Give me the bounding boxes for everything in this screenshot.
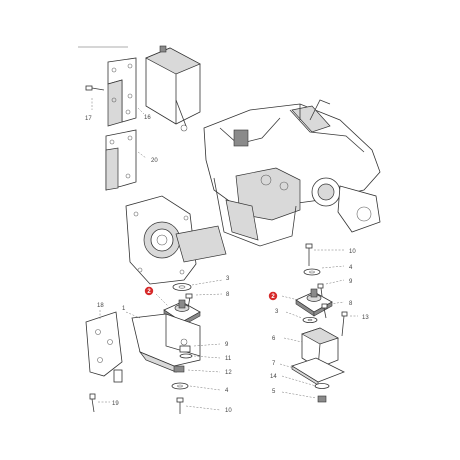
leader [321, 265, 345, 269]
part-label-8: 8 [226, 292, 230, 298]
svg-text:2: 2 [147, 289, 151, 295]
leader [185, 405, 221, 411]
part-label-10: 10 [349, 249, 356, 255]
leader [137, 151, 147, 159]
engine-flange [125, 195, 227, 285]
leader [189, 385, 221, 391]
lower-stack-left [171, 345, 193, 414]
nut-5 [317, 395, 327, 403]
washer-3-left [172, 283, 192, 291]
svg-text:2: 2 [271, 294, 275, 300]
leader [285, 311, 303, 319]
part-label-9: 9 [349, 279, 353, 285]
leader [279, 363, 295, 369]
leader [193, 343, 221, 347]
washer-3-right [302, 316, 318, 323]
part-label-3: 3 [226, 276, 230, 282]
part-label-7: 7 [272, 361, 276, 367]
leader [329, 301, 345, 305]
leader [281, 295, 299, 301]
part-label-5: 5 [272, 389, 276, 395]
part-label-19: 19 [112, 401, 119, 407]
leader [155, 293, 169, 307]
leader [281, 375, 317, 387]
part-label-4-left: 4 [225, 388, 229, 394]
bolt-10-right [305, 243, 313, 266]
bolt-19 [89, 393, 96, 413]
part-label-13: 13 [362, 315, 369, 321]
highlight-badge-right: 2 [268, 291, 278, 300]
mount-bracket-1 [131, 313, 201, 373]
part-label-9-left: 9 [225, 342, 229, 348]
leader [187, 369, 221, 373]
upper-mount-block [145, 45, 201, 132]
part-label-20: 20 [151, 158, 158, 164]
leader [281, 391, 317, 399]
bolt-13 [341, 311, 348, 337]
part-label-17: 17 [85, 116, 92, 122]
leader [195, 293, 223, 296]
part-label-18: 18 [97, 303, 104, 309]
part-label-11: 11 [225, 356, 232, 362]
highlight-badge-left: 2 [144, 286, 154, 295]
leader [325, 279, 345, 285]
leader [125, 311, 141, 319]
leader [193, 355, 221, 359]
leader [283, 337, 303, 343]
leader [191, 279, 223, 286]
part-label-3-right: 3 [275, 309, 279, 315]
part-label-12: 12 [225, 370, 232, 376]
bolt-9-right [317, 283, 324, 297]
plate-7 [291, 357, 345, 386]
washer-14 [314, 383, 330, 389]
plate-20 [105, 129, 137, 191]
washer-4-right [303, 268, 321, 276]
bracket-16 [107, 57, 137, 127]
part-label-8-right: 8 [349, 301, 353, 307]
part-label-10-left: 10 [225, 408, 232, 414]
part-label-1: 1 [122, 306, 126, 312]
rubber-mount-2-right [295, 288, 333, 317]
part-label-16: 16 [144, 115, 151, 121]
part-label-14: 14 [270, 374, 277, 380]
bolt-8-right [321, 303, 328, 319]
part-label-4: 4 [349, 265, 353, 271]
leader [137, 107, 145, 115]
part-label-6: 6 [272, 336, 276, 342]
axle-housing [203, 99, 381, 247]
bolt-17 [85, 85, 105, 91]
plate-18 [85, 311, 123, 383]
